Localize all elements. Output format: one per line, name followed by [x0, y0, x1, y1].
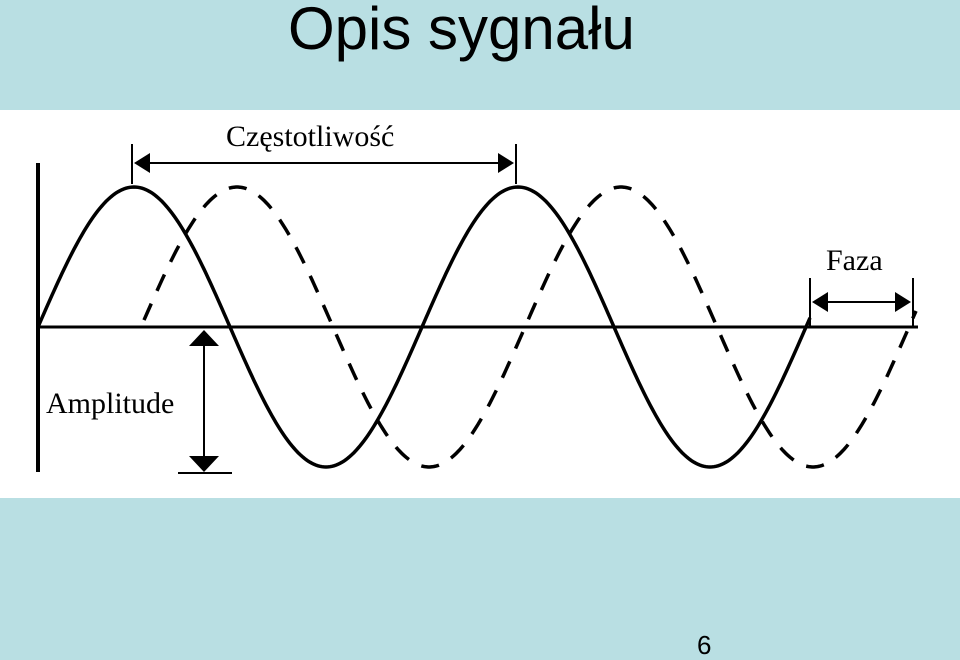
page-number: 6 — [697, 630, 712, 660]
phase-label: Faza — [826, 244, 883, 277]
amplitude-arrowhead-bottom — [189, 456, 219, 472]
phase-arrowhead-left — [812, 292, 828, 312]
amplitude-label: Amplitude — [46, 387, 174, 420]
signal-diagram-svg: Częstotliwość Faza Amplitude — [36, 120, 918, 474]
phase-arrowhead-right — [895, 292, 911, 312]
signal-diagram: Częstotliwość Faza Amplitude — [0, 110, 960, 498]
slide-title: Opis sygnału — [288, 0, 635, 62]
amplitude-arrowhead-top — [189, 330, 219, 346]
frequency-arrowhead-right — [498, 153, 514, 173]
frequency-label: Częstotliwość — [226, 120, 394, 153]
solid-sine-wave — [36, 185, 812, 469]
dashed-sine-wave — [142, 185, 918, 469]
frequency-arrowhead-left — [134, 153, 150, 173]
